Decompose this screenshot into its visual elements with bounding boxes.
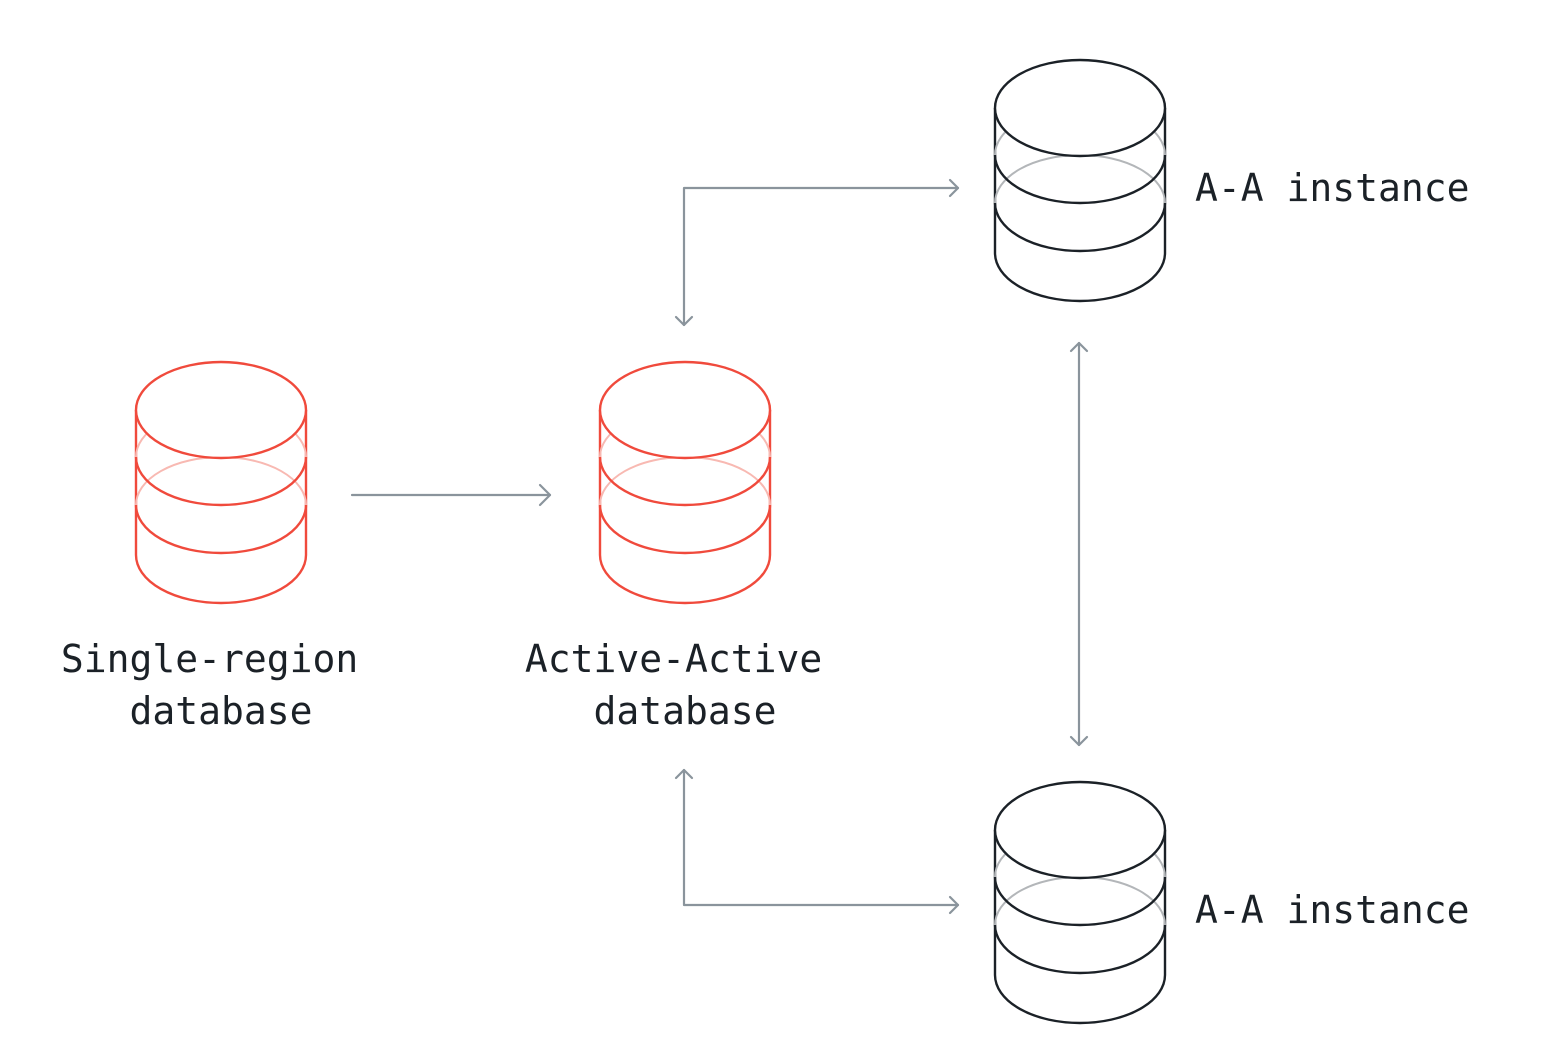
active-active-database-node: Active-Active database xyxy=(525,360,845,733)
database-icon xyxy=(134,360,308,605)
arrowhead-up-icon xyxy=(1069,341,1089,353)
active-active-label-line-1: Active-Active xyxy=(525,637,822,681)
database-icon xyxy=(993,58,1167,303)
arrowhead-right-icon xyxy=(948,895,960,915)
aa-instance-top-label: A-A instance xyxy=(1195,166,1470,210)
arrowhead-right-icon xyxy=(538,483,552,507)
arrowhead-right-icon xyxy=(948,178,960,198)
aa-instance-top-node: A-A instance xyxy=(993,58,1470,303)
arrowhead-up-icon xyxy=(674,768,694,780)
arrowhead-down-icon xyxy=(674,315,694,327)
connectors xyxy=(350,178,1089,915)
edge-single-to-active xyxy=(350,483,552,507)
single-region-label-line-1: Single-region xyxy=(61,637,358,681)
arrowhead-down-icon xyxy=(1069,735,1089,747)
single-region-database-node: Single-region database xyxy=(61,360,381,733)
aa-instance-bottom-label: A-A instance xyxy=(1195,888,1470,932)
edge-active-to-top-instance xyxy=(674,178,960,327)
edge-active-to-bottom-instance xyxy=(674,768,960,915)
aa-instance-bottom-node: A-A instance xyxy=(993,780,1470,1025)
single-region-label-line-2: database xyxy=(129,689,312,733)
svg-text:Active-Active database: Active-Active database xyxy=(525,637,845,733)
edge-top-to-bottom-instance xyxy=(1069,341,1089,747)
database-icon xyxy=(598,360,772,605)
database-icon xyxy=(993,780,1167,1025)
active-active-label-line-2: database xyxy=(593,689,776,733)
svg-text:Single-region database: Single-region database xyxy=(61,637,381,733)
